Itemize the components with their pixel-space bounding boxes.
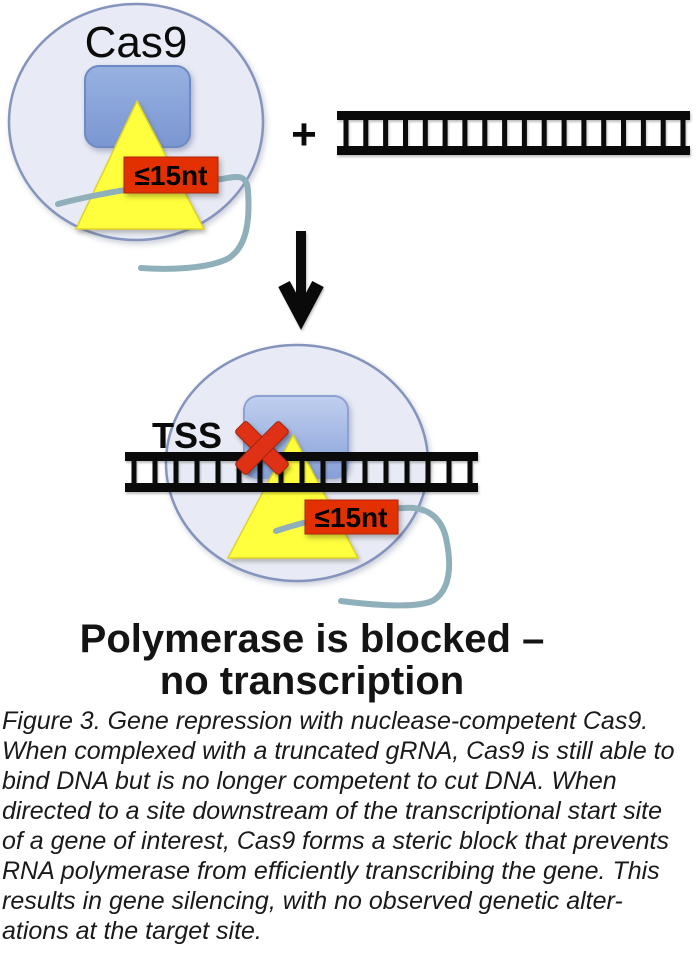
caption-line: ations at the target site.	[2, 917, 262, 945]
arrow-stem	[296, 231, 306, 303]
down-arrow-icon	[278, 231, 324, 330]
conclusion-heading-line1: Polymerase is blocked –	[79, 617, 545, 661]
grna-length-badge-bound: ≤15nt	[304, 499, 399, 535]
caption-line: of a gene of interest, Cas9 forms a ster…	[2, 827, 669, 855]
caption-line: Figure 3. Gene repression with nuclease-…	[2, 707, 649, 735]
dna-ladder-bound	[125, 452, 478, 492]
dna-base-pair-rungs	[343, 116, 686, 151]
cas9-bound-to-dna: TSS ≤15nt	[125, 343, 478, 609]
dna-bottom-strand	[337, 146, 690, 155]
conclusion-heading: Polymerase is blocked – no transcription	[0, 618, 624, 702]
caption-line: RNA polymerase from efficiently transcri…	[2, 857, 660, 885]
blocked-x-icon	[235, 421, 289, 475]
grna-length-badge-label: ≤15nt	[135, 160, 208, 191]
grna-length-badge-box-bound	[304, 499, 399, 535]
grna-length-badge-label-bound: ≤15nt	[315, 502, 388, 533]
caption-line: directed to a site downstream of the tra…	[2, 797, 663, 825]
dna-top-strand	[337, 111, 690, 120]
conclusion-heading-line2: no transcription	[159, 659, 465, 703]
cas9-grna-complex-unbound: Cas9 ≤15nt	[7, 2, 265, 272]
dna-ladder-free	[337, 111, 690, 155]
arrow-head	[278, 280, 324, 330]
cas9-label: Cas9	[85, 18, 188, 67]
caption-line: bind DNA but is no longer competent to c…	[2, 767, 617, 795]
caption-line: When complexed with a truncated gRNA, Ca…	[2, 737, 675, 765]
tss-label: TSS	[152, 415, 222, 456]
grna-length-badge-box	[123, 156, 219, 194]
dna-top-strand-bound	[125, 452, 478, 461]
figure-caption: Figure 3. Gene repression with nuclease-…	[2, 706, 699, 946]
grna-length-badge: ≤15nt	[123, 156, 219, 194]
cas9-diagram: Cas9 ≤15nt +	[7, 2, 690, 609]
plus-sign: +	[291, 110, 317, 159]
caption-line: results in gene silencing, with no obser…	[2, 887, 623, 915]
